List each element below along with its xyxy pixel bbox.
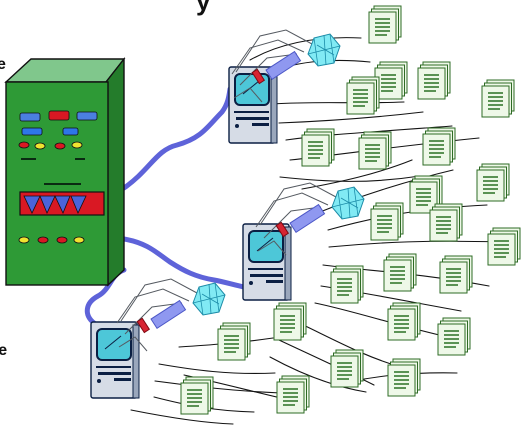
client-computer-bottom	[90, 321, 140, 399]
left-label-top-fragment: e	[0, 56, 6, 73]
client-computer-top	[228, 66, 278, 144]
title-fragment: y	[196, 0, 211, 16]
server-rack-icon	[4, 56, 126, 287]
network-cable	[121, 236, 247, 290]
left-label-bottom-fragment: re	[0, 342, 8, 359]
network-cable	[121, 86, 233, 191]
